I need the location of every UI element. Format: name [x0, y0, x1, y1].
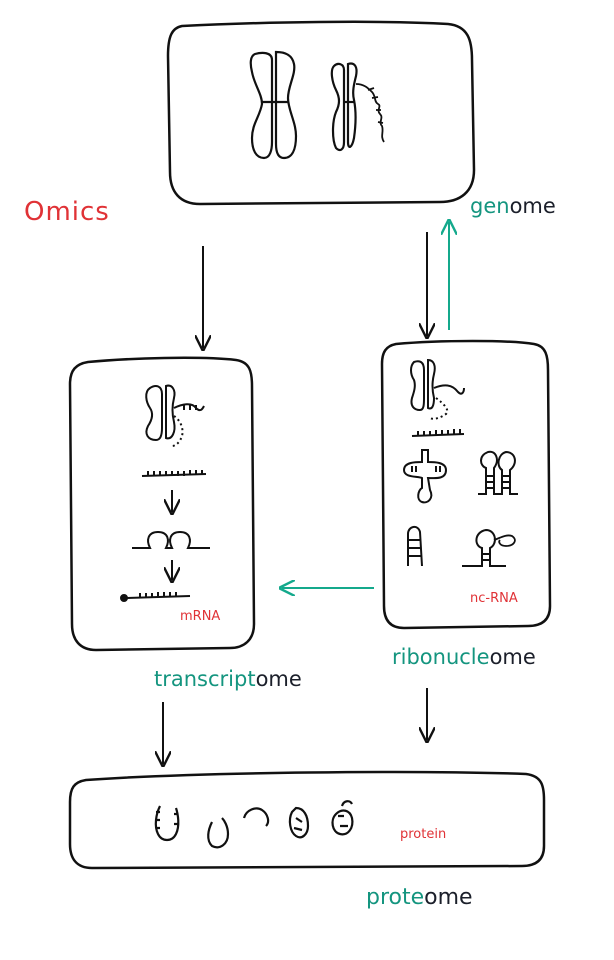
protein-structures-icon: [154, 800, 354, 849]
ncrna-chromosome-icon: [410, 358, 465, 420]
trna-cloverleaf-icon: [402, 449, 448, 504]
proteome-box: protein: [68, 770, 546, 870]
ribonucleome-label-prefix: ribonucle: [392, 645, 490, 669]
proteome-label-prefix: prote: [366, 885, 424, 910]
unwinding-chromosome-icon: [330, 62, 385, 152]
transcriptome-label-prefix: transcript: [154, 667, 256, 691]
genome-label: genome: [470, 194, 556, 218]
splicing-loops-icon: [132, 530, 210, 549]
mrna-label: mRNA: [180, 609, 220, 624]
genome-label-suffix: ome: [510, 194, 556, 218]
ribonucleome-box: nc-RNA: [380, 339, 552, 630]
proteome-label-suffix: ome: [424, 885, 472, 910]
long-hairpin-icon: [407, 526, 423, 567]
genome-label-prefix: gen: [470, 194, 510, 218]
protein-label: protein: [400, 827, 446, 842]
pre-mrna-strand-icon: [141, 470, 207, 477]
transcriptome-label: transcriptome: [154, 667, 302, 691]
rna-strand-icon: [411, 429, 465, 437]
omics-title: Omics: [24, 197, 110, 227]
mature-mrna-icon: [120, 592, 191, 602]
ncrna-label: nc-RNA: [470, 591, 518, 606]
genome-box: [166, 20, 476, 206]
transcriptome-label-suffix: ome: [256, 667, 302, 691]
chromosome-icon: [249, 50, 298, 160]
ribonucleome-label: ribonucleome: [392, 645, 536, 669]
transcriptome-box: mRNA: [68, 356, 256, 652]
ribonucleome-label-suffix: ome: [490, 645, 536, 669]
transcription-chromosome-icon: [145, 384, 205, 447]
rna-hairpin-pair-icon: [478, 450, 518, 495]
proteome-label: proteome: [366, 885, 473, 910]
stem-loop-icon: [462, 528, 516, 567]
